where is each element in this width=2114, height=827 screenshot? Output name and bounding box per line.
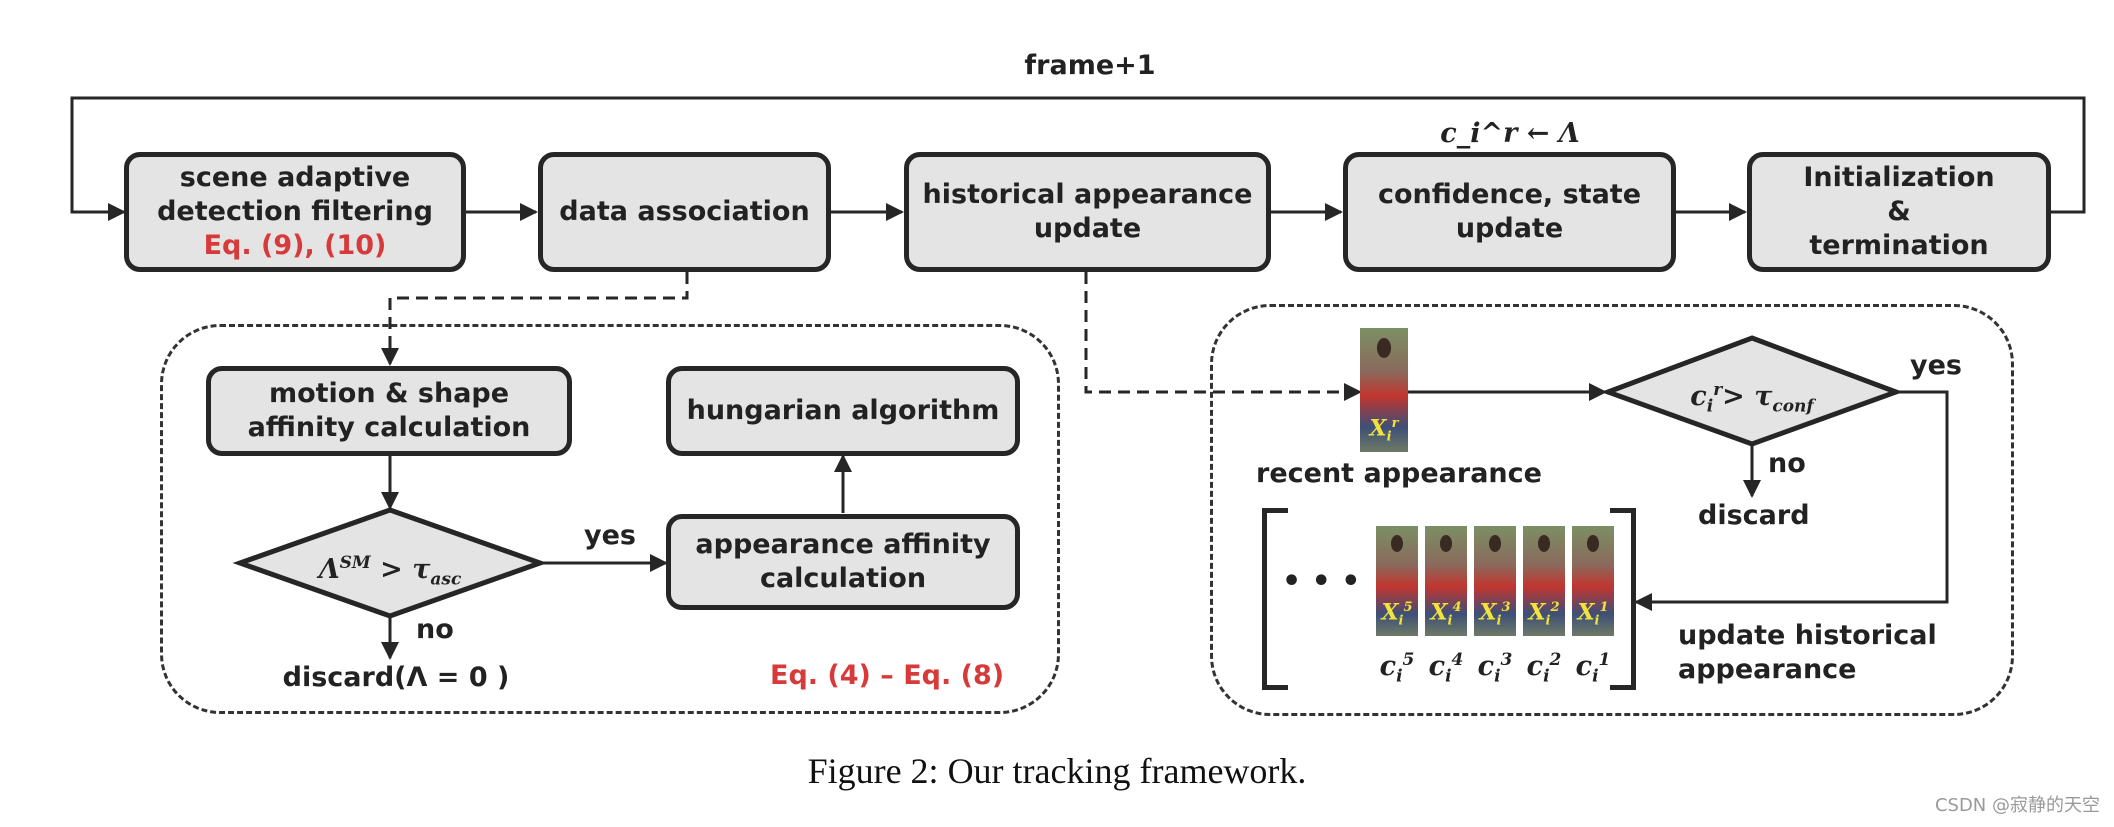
init-term-line1: Initialization [1803,162,1995,193]
recent-tag-sub: i [1386,430,1392,445]
sm-superscript: SM [339,553,371,573]
tau-symbol: τ [412,554,431,585]
dashed-hist-to-recent [1084,272,1362,401]
history-appearance-image: Xi3 [1474,526,1516,636]
history-ellipsis: • • • [1282,564,1361,599]
history-bracket-right [1610,508,1636,690]
confidence-state-update-node: confidence, state update [1343,152,1676,272]
recent-appearance-image: Xir [1360,328,1408,452]
history-confidence-label: ci4 [1428,650,1464,687]
lambda-symbol: Λ [318,554,340,585]
historical-appearance-update-node: historical appearance update [904,152,1271,272]
confidence-assignment-label: c_i^r ← Λ [1440,118,1579,150]
conf-tau: τ [1754,381,1773,412]
history-appearance-image: Xi5 [1376,526,1418,636]
appearance-affinity-line1: appearance affinity [695,529,991,560]
history-image-tag: Xi5 [1381,599,1413,629]
scene-adaptive-filter-node: scene adaptive detection filtering Eq. (… [124,152,466,272]
figure-caption: Figure 2: Our tracking framework. [807,751,1307,791]
confidence-update-line2: update [1455,213,1564,244]
scene-filter-equation: Eq. (9), (10) [203,230,387,261]
yes-label-assoc: yes [584,520,636,551]
history-image-tag: Xi3 [1479,599,1511,629]
confidence-update-line1: confidence, state [1377,179,1642,210]
no-label-assoc: no [416,614,454,645]
motion-shape-line1: motion & shape [268,378,510,409]
history-bracket-left [1262,508,1288,690]
history-confidence-label: ci3 [1477,650,1513,687]
scene-filter-line2: detection filtering [157,196,433,227]
history-image-tag: Xi1 [1577,599,1609,629]
appearance-affinity-node: appearance affinity calculation [666,514,1020,610]
discard-conf-label: discard [1698,500,1810,531]
historical-update-line1: historical appearance [922,179,1253,210]
history-confidence-label: ci5 [1379,650,1415,687]
update-historical-label-line1: update historical [1678,620,1937,651]
init-term-line3: termination [1809,230,1989,261]
loop-arrow [70,96,2086,221]
history-appearance-image: Xi1 [1572,526,1614,636]
decision-diamond-asc [232,507,548,619]
history-appearance-image: Xi4 [1425,526,1467,636]
conf-gt-operator: > [1722,381,1755,412]
history-appearance-image: Xi2 [1523,526,1565,636]
data-association-label: data association [559,196,810,227]
initialization-termination-node: Initialization & termination [1747,152,2051,272]
yes-label-conf: yes [1910,350,1962,381]
decision-diamond-conf [1600,335,1904,447]
history-confidence-label: ci1 [1575,650,1611,687]
assignment-text: c_i^r ← Λ [1440,118,1580,149]
recent-tag-sup: r [1391,416,1399,432]
watermark-text: CSDN @寂静的天空 [1934,795,2100,816]
recent-tag-base: X [1369,415,1387,442]
historical-update-line2: update [1033,213,1142,244]
c-sup: r [1713,380,1723,400]
hungarian-label: hungarian algorithm [686,395,1000,426]
association-panel [160,324,1060,714]
gt-operator: > [370,554,413,585]
asc-subscript: asc [430,569,462,590]
c-sub: i [1706,396,1714,417]
conf-subscript: conf [1772,396,1814,417]
history-confidence-label: ci2 [1526,650,1562,687]
update-historical-label-line2: appearance [1678,654,1857,685]
history-image-tag: Xi4 [1430,599,1462,629]
frame-increment-label: frame+1 [1024,50,1156,81]
no-label-conf: no [1768,448,1806,479]
scene-filter-line1: scene adaptive [179,162,411,193]
hungarian-algorithm-node: hungarian algorithm [666,366,1020,456]
dashed-assoc-to-panel [381,272,689,366]
appearance-affinity-line2: calculation [759,563,927,594]
motion-shape-affinity-node: motion & shape affinity calculation [206,366,572,456]
c-symbol: c [1690,381,1707,412]
conf-threshold-condition: cir> τconf [1690,374,1813,422]
motion-shape-line2: affinity calculation [247,412,531,443]
association-equation-label: Eq. (4) – Eq. (8) [770,660,1005,691]
arrow-decision-yes-r [1634,390,1949,611]
asc-threshold-condition: ΛSM > τasc [319,547,462,595]
init-term-line2: & [1887,196,1911,227]
history-image-tag: Xi2 [1528,599,1560,629]
data-association-node: data association [538,152,831,272]
appearance-panel [1210,304,2014,716]
recent-appearance-label: recent appearance [1256,458,1542,489]
discard-assoc-label: discard(Λ = 0 ) [282,662,510,693]
